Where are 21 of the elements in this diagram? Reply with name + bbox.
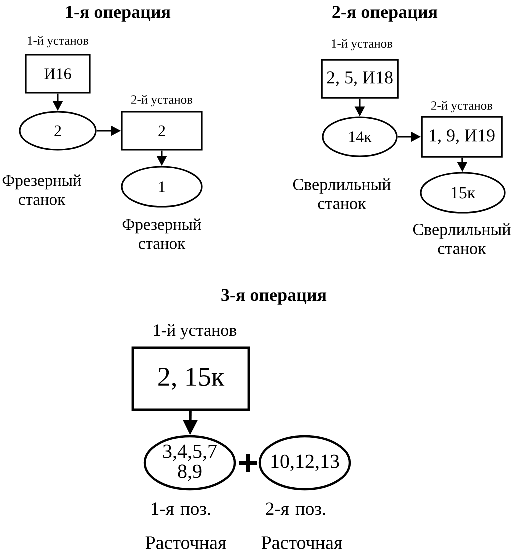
box-heading: 1-й установ (154, 324, 237, 340)
node-label: Расточная (146, 536, 226, 550)
process-box: 2, 15к (132, 346, 250, 412)
node-label: Фрезерный станок (2, 174, 82, 206)
node-label: Сверлильный станок (413, 224, 511, 254)
process-box: 2, 5, И18 (321, 59, 399, 99)
process-box: 1, 9, И19 (421, 116, 503, 158)
section-title: 1-я операция (66, 6, 171, 22)
section-title: 3-я операция (222, 289, 327, 305)
node-label: 1-я поз. (152, 502, 210, 516)
node-label: Сверлильный станок (293, 178, 391, 210)
process-box: И16 (25, 54, 91, 94)
box-heading: 1-й установ (332, 39, 393, 51)
node-label: Фрезерный станок (122, 218, 202, 250)
node-label: 2-я поз. (266, 502, 326, 516)
box-heading: 2-й установ (432, 101, 493, 113)
node-label: Расточная (262, 536, 342, 550)
process-box: 2 (121, 111, 203, 151)
section-title: 2-я операция (332, 6, 438, 22)
box-heading: 2-й установ (132, 95, 193, 107)
box-heading: 1-й установ (28, 36, 89, 48)
